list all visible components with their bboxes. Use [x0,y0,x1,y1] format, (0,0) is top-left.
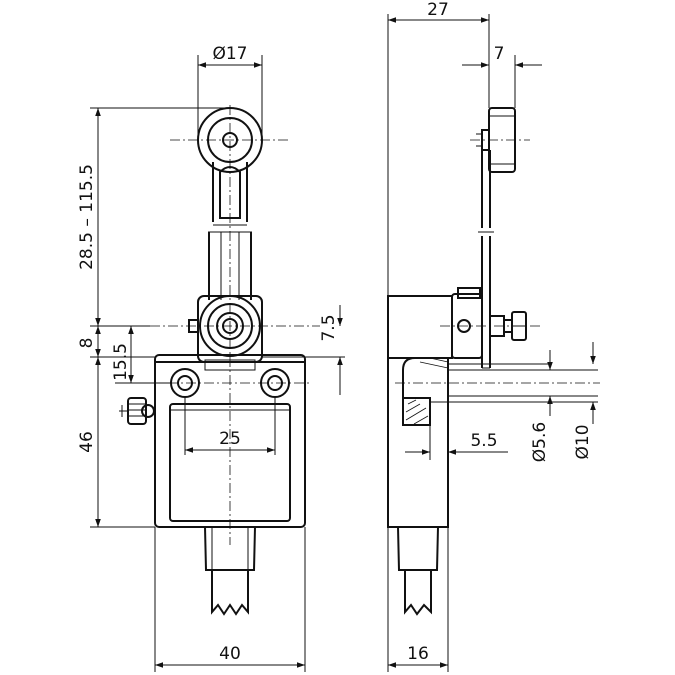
body-side [387,295,598,528]
dim-side-width: 27 [387,0,490,296]
label-5-5: 5.5 [470,431,497,451]
terminal-screw [119,397,155,425]
label-body-height: 46 [77,431,97,453]
label-roller-width: 7 [494,44,505,64]
dim-counterbore-diameter: Ø10 [573,342,596,460]
dim-body-width: 40 [154,527,306,672]
dim-roller-width: 7 [462,44,542,108]
label-hole-diameter: Ø5.6 [530,422,550,462]
label-lever-length: 28.5 – 115.5 [77,164,97,270]
lever-arm [208,162,252,300]
lever-hub [188,295,263,363]
dim-hole-diameter: Ø5.6 [530,350,553,462]
dim-roller-diameter: Ø17 [197,44,263,140]
switch-body [154,354,306,528]
hub-side [451,287,527,359]
label-counterbore-diameter: Ø10 [573,424,593,459]
label-lever-offset: 7.5 [319,314,339,341]
dim-15-5: 15.5 [111,326,170,384]
cable-side [397,526,439,616]
front-view: Ø17 28.5 – 115.5 8 15.5 46 7.5 [77,44,345,672]
dim-hole-spacing: 25 [184,398,276,455]
roller-side [476,107,516,173]
label-8: 8 [77,338,97,349]
label-hole-spacing: 25 [219,429,241,449]
label-15-5: 15.5 [111,343,131,381]
label-body-width: 40 [219,644,241,664]
dim-8: 8 [77,326,155,358]
label-body-depth: 16 [407,644,429,664]
label-side-width: 27 [427,0,449,20]
side-view: 27 7 16 5.5 Ø5.6 Ø10 [387,0,600,672]
dim-5-5: 5.5 [405,425,508,460]
dim-lever-offset: 7.5 [262,305,345,395]
dim-body-height: 46 [77,357,155,528]
cable [204,526,256,616]
label-roller-diameter: Ø17 [212,44,247,64]
dim-body-depth: 16 [387,527,449,672]
